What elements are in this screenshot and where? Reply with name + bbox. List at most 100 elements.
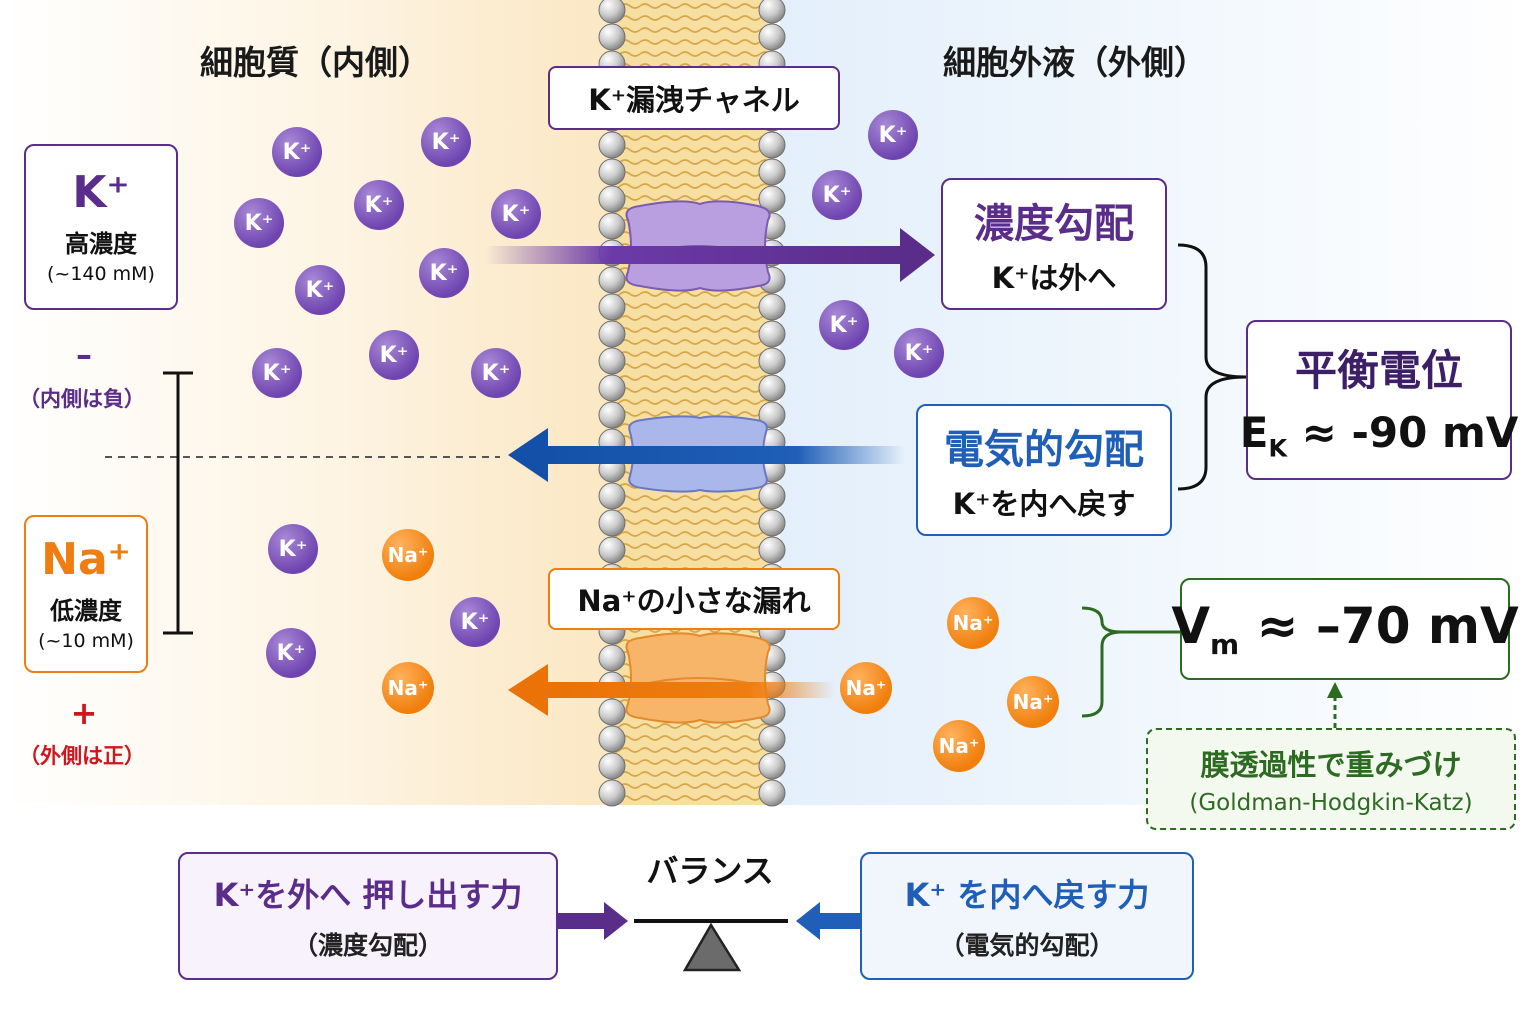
push-out-force-box: K⁺を外へ 押し出す力 （濃度勾配） xyxy=(178,852,558,980)
k-ion: K⁺ xyxy=(252,348,302,398)
vm-number: ≈ –70 mV xyxy=(1239,597,1519,655)
k-ion: K⁺ xyxy=(450,597,500,647)
plus-sign: + xyxy=(70,694,98,732)
phospholipid-head xyxy=(598,482,626,510)
k-ion: K⁺ xyxy=(868,110,918,160)
vm-subscript: m xyxy=(1210,628,1240,661)
phospholipid-head xyxy=(598,320,626,348)
vm-brace xyxy=(1081,606,1180,718)
k-concentration: (~140 mM) xyxy=(47,262,155,285)
na-leak-label: Na⁺の小さな漏れ xyxy=(548,568,840,630)
concentration-gradient-title: 濃度勾配 xyxy=(974,201,1134,247)
phospholipid-head xyxy=(758,509,786,537)
k-ion: K⁺ xyxy=(421,117,471,167)
phospholipid-head xyxy=(598,752,626,780)
electrical-gradient-title: 電気的勾配 xyxy=(944,427,1144,473)
na-ion: Na⁺ xyxy=(840,662,892,714)
phospholipid-head xyxy=(598,347,626,375)
potential-scale-bar xyxy=(163,371,193,635)
extracellular-title: 細胞外液（外側） xyxy=(943,43,1207,82)
na-level: 低濃度 xyxy=(50,596,122,625)
k-ion: K⁺ xyxy=(369,330,419,380)
phospholipid-head xyxy=(598,698,626,726)
phospholipid-head xyxy=(598,185,626,213)
concentration-gradient-desc: K⁺は外へ xyxy=(991,261,1117,295)
membrane-potential-box: Vm ≈ –70 mV xyxy=(1171,578,1519,680)
phospholipid-head xyxy=(758,482,786,510)
electrical-gradient-arrow xyxy=(508,428,905,482)
ek-subscript: K xyxy=(1268,434,1288,463)
phospholipid-head xyxy=(598,401,626,429)
phospholipid-head xyxy=(598,23,626,51)
pull-in-force-sub: （電気的勾配） xyxy=(939,931,1115,960)
na-ion: Na⁺ xyxy=(947,597,999,649)
electrical-gradient-box: 電気的勾配 K⁺を内へ戻す xyxy=(916,404,1172,536)
balance-scale-icon xyxy=(634,919,788,972)
phospholipid-head xyxy=(758,158,786,186)
phospholipid-head xyxy=(758,185,786,213)
na-ion: Na⁺ xyxy=(382,529,434,581)
k-ion: K⁺ xyxy=(419,248,469,298)
balance-right-arrow xyxy=(796,902,862,940)
electrical-gradient-desc: K⁺を内へ戻す xyxy=(952,487,1136,521)
na-concentration-box: Na⁺ 低濃度 (~10 mM) xyxy=(24,515,148,673)
equilibrium-potential-box: 平衡電位 EK ≈ -90 mV xyxy=(1240,320,1518,480)
k-ion-label: K⁺ xyxy=(72,167,130,219)
na-ion: Na⁺ xyxy=(1007,676,1059,728)
phospholipid-head xyxy=(598,374,626,402)
phospholipid-head xyxy=(758,752,786,780)
phospholipid-head xyxy=(758,347,786,375)
k-leak-channel-label: K⁺漏洩チャネル xyxy=(548,66,840,130)
push-out-force-title: K⁺を外へ 押し出す力 xyxy=(213,876,523,914)
na-leak-arrow xyxy=(508,664,835,716)
vm-value: Vm ≈ –70 mV xyxy=(1171,597,1518,661)
weighting-title: 膜透過性で重みづけ xyxy=(1200,748,1462,782)
phospholipid-head xyxy=(598,158,626,186)
ek-value: ≈ -90 mV xyxy=(1287,408,1519,458)
phospholipid-head xyxy=(758,0,786,24)
phospholipid-head xyxy=(758,23,786,51)
equilibrium-value: EK ≈ -90 mV xyxy=(1240,408,1519,462)
k-concentration-box: K⁺ 高濃度 (~140 mM) xyxy=(24,144,178,310)
phospholipid-head xyxy=(758,779,786,807)
k-ion: K⁺ xyxy=(266,628,316,678)
k-ion: K⁺ xyxy=(272,127,322,177)
k-ion: K⁺ xyxy=(491,189,541,239)
k-ion: K⁺ xyxy=(812,170,862,220)
balance-label: バランス xyxy=(646,852,774,890)
k-level: 高濃度 xyxy=(65,229,137,258)
phospholipid-head xyxy=(598,779,626,807)
ek-symbol: E xyxy=(1239,408,1269,458)
equilibrium-title: 平衡電位 xyxy=(1294,346,1463,396)
weighting-subtitle: (Goldman-Hodgkin-Katz) xyxy=(1189,790,1473,816)
phospholipid-head xyxy=(758,131,786,159)
phospholipid-head xyxy=(758,320,786,348)
pull-in-force-title: K⁺ を内へ戻す力 xyxy=(904,876,1150,914)
push-out-force-sub: （濃度勾配） xyxy=(292,931,443,960)
outside-positive-note: （外側は正） xyxy=(19,744,145,768)
phospholipid-head xyxy=(758,401,786,429)
vm-symbol: V xyxy=(1171,597,1211,655)
phospholipid-head xyxy=(598,212,626,240)
k-ion: K⁺ xyxy=(234,198,284,248)
permeability-weighting-box: 膜透過性で重みづけ (Goldman-Hodgkin-Katz) xyxy=(1146,728,1516,830)
phospholipid-head xyxy=(598,644,626,672)
k-ion: K⁺ xyxy=(471,348,521,398)
phospholipid-head xyxy=(598,293,626,321)
k-ion: K⁺ xyxy=(819,300,869,350)
phospholipid-head xyxy=(598,725,626,753)
phospholipid-head xyxy=(598,509,626,537)
phospholipid-head xyxy=(598,536,626,564)
k-ion: K⁺ xyxy=(268,524,318,574)
phospholipid-head xyxy=(758,374,786,402)
na-ion: Na⁺ xyxy=(382,662,434,714)
na-concentration: (~10 mM) xyxy=(38,629,134,652)
concentration-gradient-box: 濃度勾配 K⁺は外へ xyxy=(941,178,1167,310)
k-ion: K⁺ xyxy=(295,265,345,315)
phospholipid-head xyxy=(758,536,786,564)
na-ion: Na⁺ xyxy=(933,720,985,772)
concentration-gradient-arrow xyxy=(485,228,935,282)
phospholipid-head xyxy=(758,725,786,753)
k-ion: K⁺ xyxy=(354,180,404,230)
